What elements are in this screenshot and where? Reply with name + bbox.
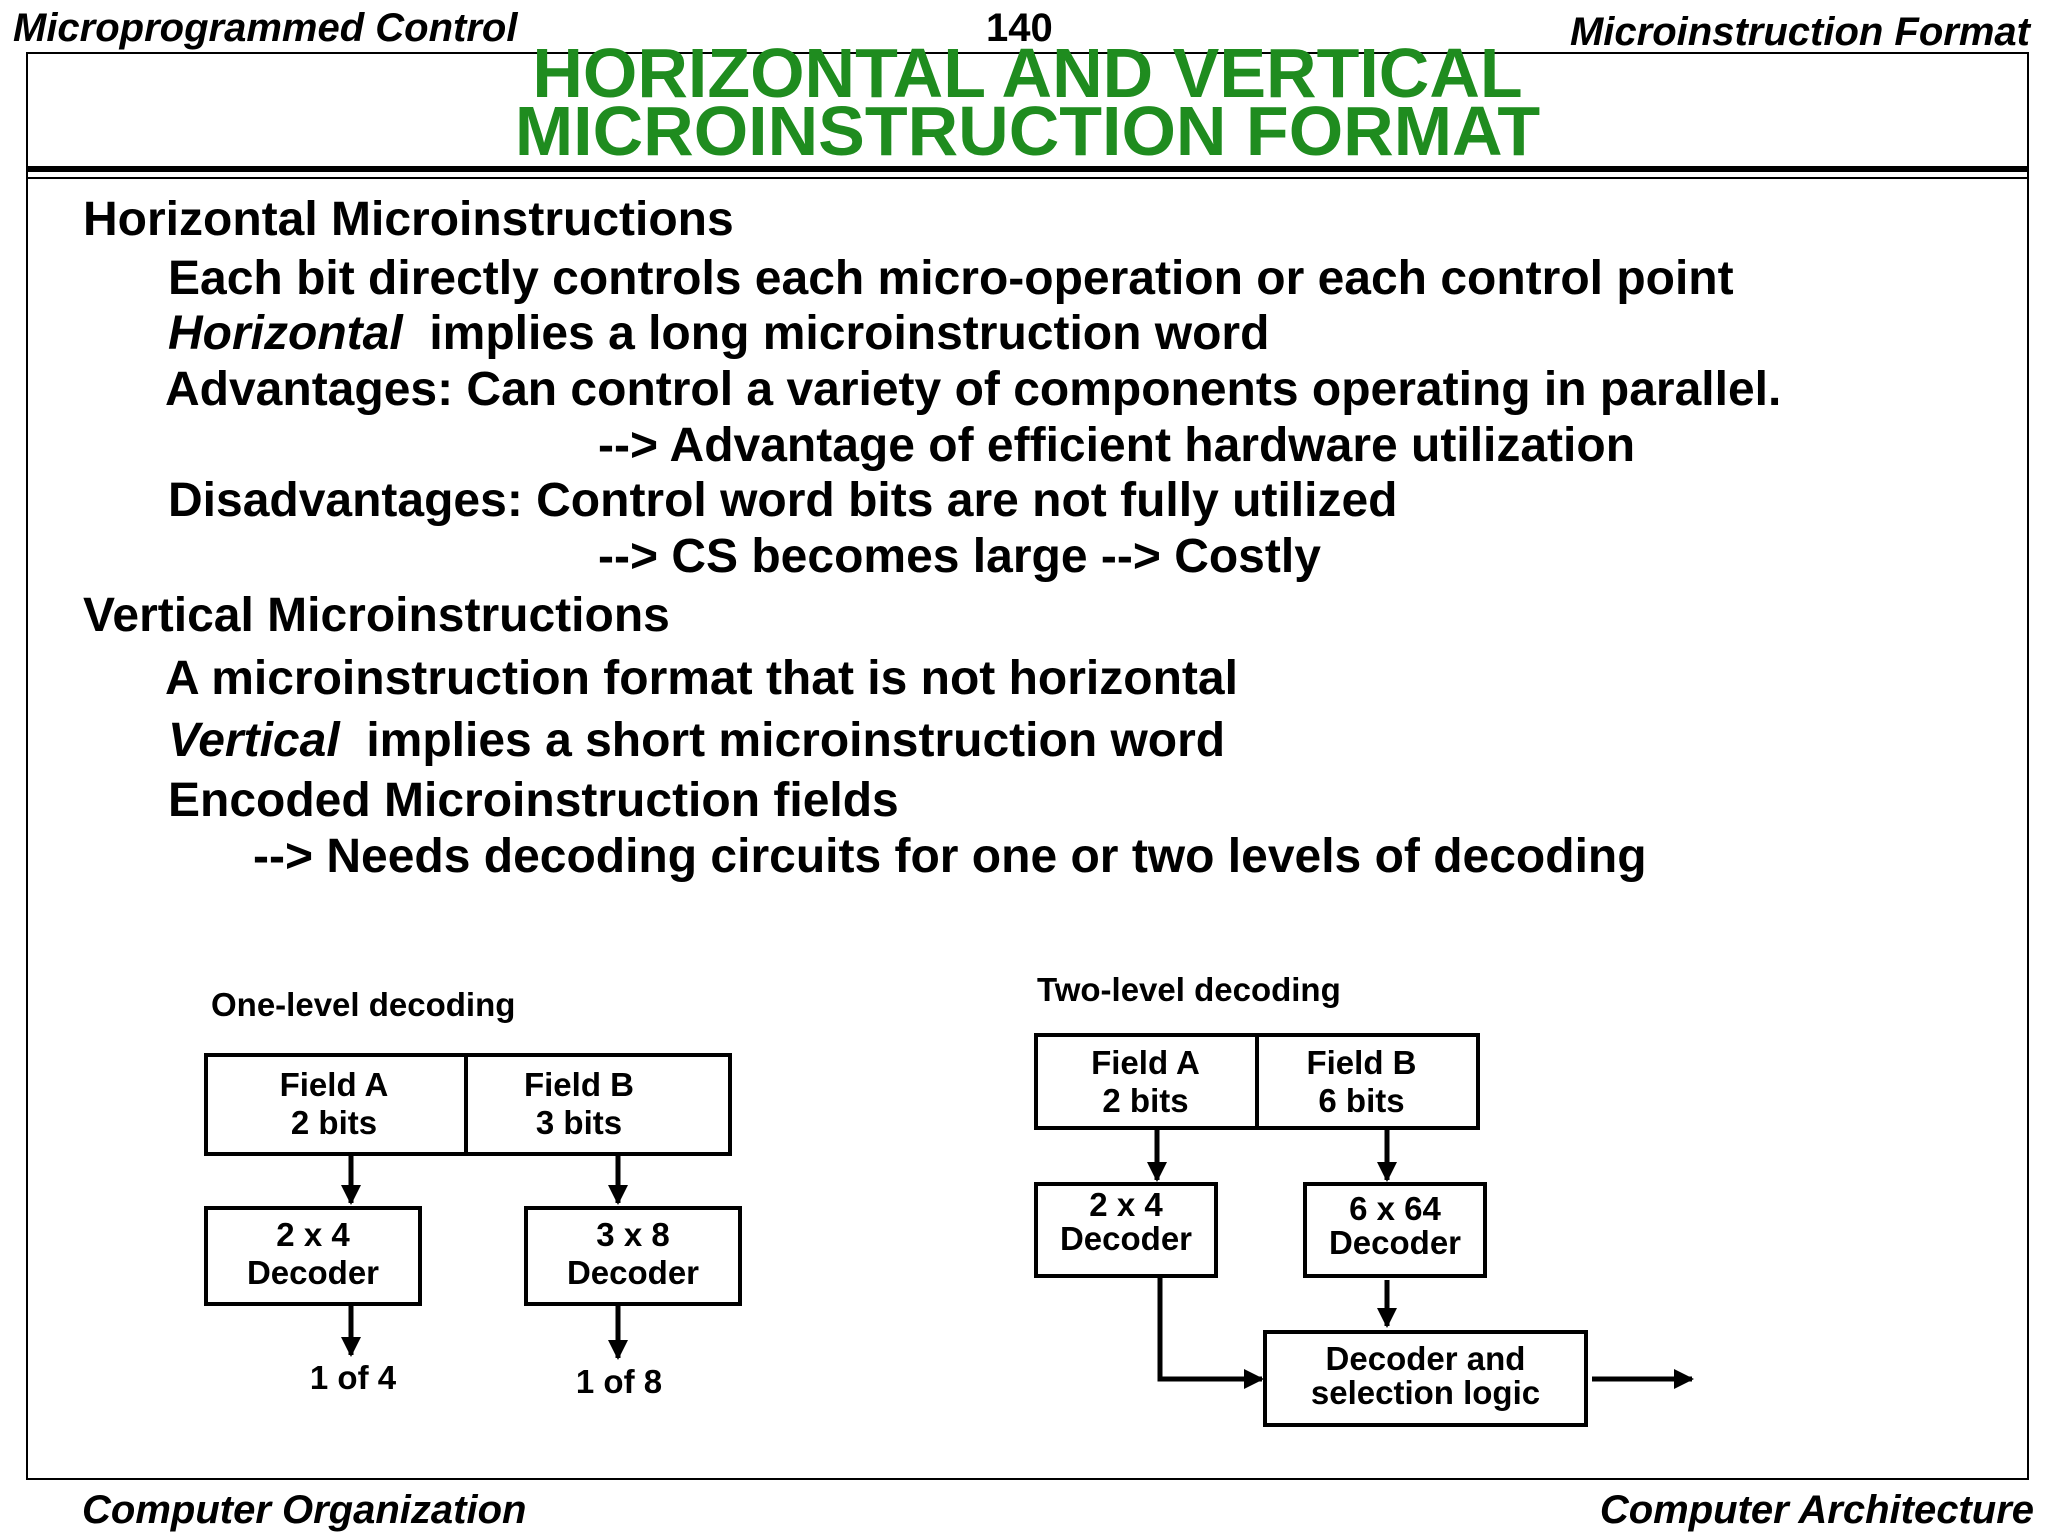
two-level-label: Two-level decoding: [1037, 971, 1341, 1008]
header-right-title: Microinstruction Format: [1569, 10, 2030, 54]
text-advantages-arrow: --> Advantage of efficient hardware util…: [598, 419, 1636, 472]
title-rule-thick: [26, 166, 2029, 172]
text-horizontal-implies: Horizontal implies a long microinstructi…: [168, 306, 1269, 362]
two-level-decoder-b: [1303, 1182, 1487, 1278]
two-level-decoder-b-name: Decoder: [1328, 1224, 1462, 1261]
two-level-selection-line-2: selection logic: [1310, 1374, 1541, 1411]
one-level-decoder-b: [524, 1206, 742, 1306]
slide-frame: [26, 52, 2029, 1480]
two-level-decoder-b-text: 6 x 64 Decoder: [1303, 1192, 1487, 1260]
two-level-decoder-b-size: 6 x 64: [1349, 1190, 1441, 1227]
one-level-field-b: Field B 3 bits: [468, 1066, 690, 1142]
text-needs-decoding: --> Needs decoding circuits for one or t…: [253, 830, 1647, 883]
text-disadvantages: Disadvantages: Control word bits are not…: [168, 474, 1398, 527]
heading-horizontal: Horizontal Microinstructions: [83, 193, 734, 246]
two-level-decoder-a-size: 2 x 4: [1089, 1186, 1163, 1223]
one-level-decoder-b-text: 3 x 8 Decoder: [524, 1216, 742, 1292]
text-vertical-implies-rest: implies a short microinstruction word: [339, 714, 1226, 767]
two-level-field-a: Field A 2 bits: [1036, 1044, 1255, 1120]
one-level-field-a-bits: 2 bits: [290, 1104, 378, 1141]
title-rule-thin: [26, 177, 2029, 179]
two-level-decoder-a-name: Decoder: [1059, 1220, 1193, 1257]
one-level-decoder-a-size: 2 x 4: [276, 1216, 350, 1253]
one-level-output-b: 1 of 8: [575, 1363, 663, 1400]
one-level-decoder-b-size: 3 x 8: [596, 1216, 670, 1253]
one-level-label: One-level decoding: [211, 986, 516, 1023]
text-advantages: Advantages: Can control a variety of com…: [165, 363, 1782, 416]
two-level-selection-line-1: Decoder and: [1325, 1340, 1526, 1377]
term-vertical: Vertical: [168, 714, 340, 767]
arrow-2l-decoder-a-to-selection: [1157, 1278, 1264, 1389]
two-level-field-a-name: Field A: [1091, 1044, 1200, 1081]
one-level-field-a: Field A 2 bits: [206, 1066, 462, 1142]
title-line-1: HORIZONTAL AND VERTICAL: [532, 34, 1523, 112]
one-level-field-divider: [464, 1053, 468, 1156]
title-line-2: MICROINSTRUCTION FORMAT: [514, 92, 1541, 170]
two-level-field-b-bits: 6 bits: [1318, 1082, 1405, 1119]
text-encoded-fields: Encoded Microinstruction fields: [168, 774, 899, 827]
footer-right-title: Computer Architecture: [1599, 1488, 2034, 1532]
one-level-decoder-b-name: Decoder: [566, 1254, 700, 1291]
text-horizontal-implies-rest: implies a long microinstruction word: [402, 307, 1270, 360]
one-level-field-b-bits: 3 bits: [535, 1104, 623, 1141]
one-level-field-b-name: Field B: [523, 1066, 634, 1103]
text-vertical-implies: Vertical implies a short microinstructio…: [168, 713, 1225, 769]
text-disadvantages-arrow: --> CS becomes large --> Costly: [598, 530, 1321, 583]
two-level-decoder-a: [1034, 1182, 1218, 1278]
text-not-horizontal: A microinstruction format that is not ho…: [165, 652, 1238, 705]
one-level-output-a: 1 of 4: [309, 1359, 397, 1396]
two-level-field-divider: [1255, 1033, 1259, 1130]
one-level-decoder-a-name: Decoder: [246, 1254, 380, 1291]
two-level-field-a-bits: 2 bits: [1102, 1082, 1189, 1119]
two-level-field-b: Field B 6 bits: [1259, 1044, 1464, 1120]
term-horizontal: Horizontal: [168, 307, 403, 360]
two-level-field-b-name: Field B: [1306, 1044, 1417, 1081]
two-level-selection-logic: [1263, 1330, 1588, 1427]
two-level-decoder-a-text: 2 x 4 Decoder: [1034, 1188, 1218, 1256]
heading-vertical: Vertical Microinstructions: [83, 589, 670, 642]
header-left-title: Microprogrammed Control: [13, 6, 518, 50]
text-each-bit: Each bit directly controls each micro-op…: [168, 252, 1734, 305]
one-level-field-box: [204, 1053, 732, 1156]
page-number: 140: [986, 6, 1053, 50]
one-level-decoder-a-text: 2 x 4 Decoder: [204, 1216, 422, 1292]
footer-left-title: Computer Organization: [82, 1488, 527, 1532]
slide-title: HORIZONTAL AND VERTICAL MICROINSTRUCTION…: [26, 34, 2029, 170]
two-level-selection-logic-text: Decoder and selection logic: [1263, 1342, 1588, 1410]
one-level-field-a-name: Field A: [279, 1066, 389, 1103]
one-level-decoder-a: [204, 1206, 422, 1306]
